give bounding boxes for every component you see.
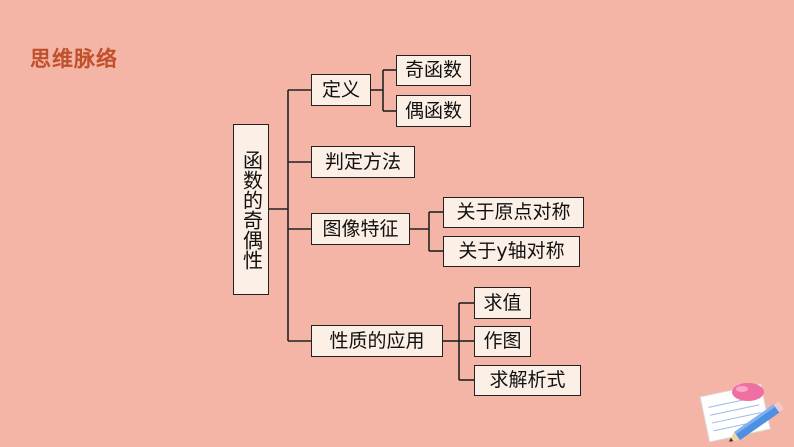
leaf-evaluate: 求值 [474, 287, 531, 319]
leaf-y-axis-symmetry: 关于y轴对称 [443, 236, 580, 267]
root-node: 函数的奇偶性 [233, 124, 269, 295]
branch-property-application: 性质的应用 [311, 325, 443, 357]
leaf-origin-symmetry: 关于原点对称 [443, 197, 584, 228]
branch-graph-features: 图像特征 [311, 213, 410, 245]
branch-judgment-method: 判定方法 [311, 146, 415, 178]
leaf-odd-function: 奇函数 [396, 55, 471, 86]
leaf-draw-graph: 作图 [474, 326, 531, 357]
branch-definition: 定义 [311, 74, 371, 106]
pencil-paper-icon [699, 383, 785, 443]
leaf-find-expression: 求解析式 [474, 365, 581, 396]
page-title: 思维脉络 [30, 47, 118, 71]
leaf-even-function: 偶函数 [396, 95, 471, 127]
